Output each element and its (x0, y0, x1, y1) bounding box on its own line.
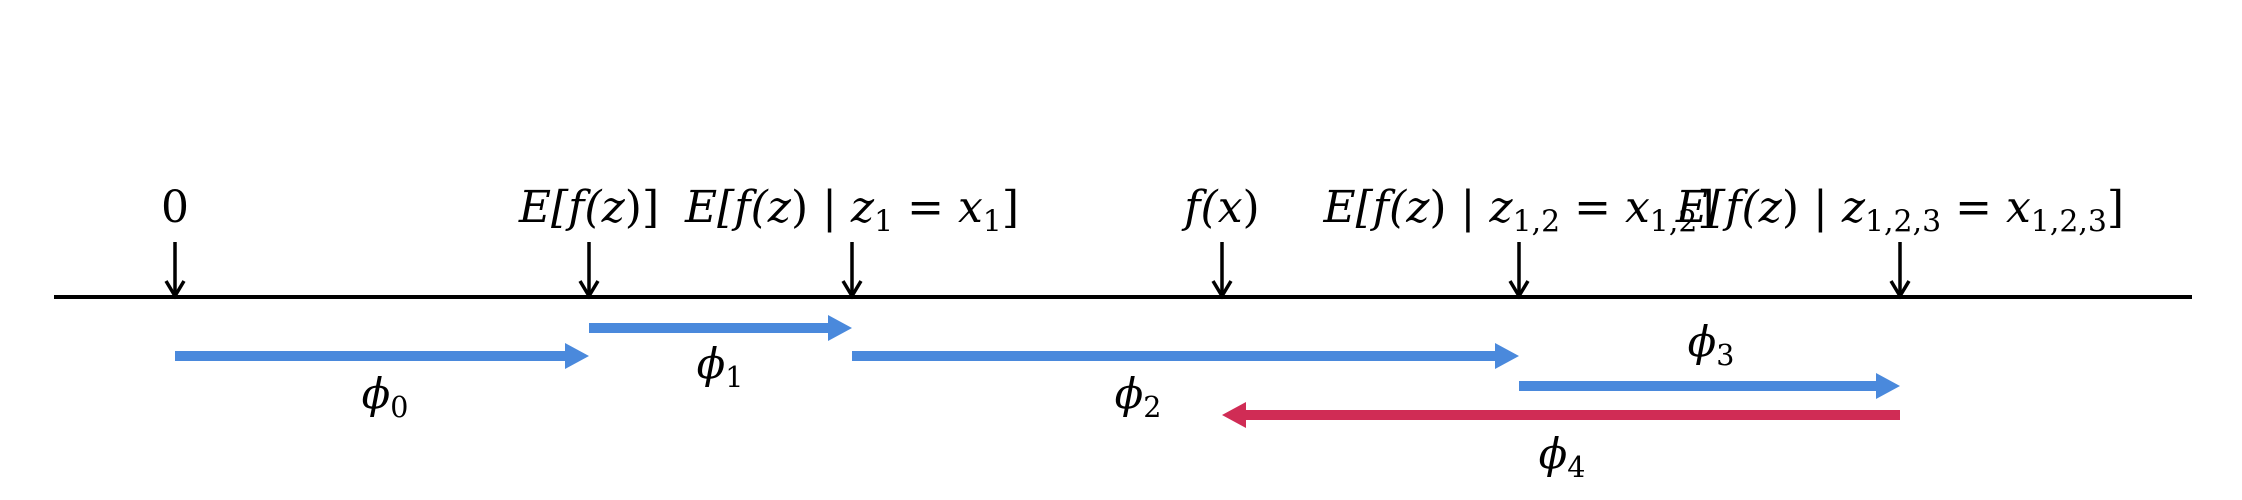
contribution-0: ϕ0 (175, 343, 589, 424)
contribution-arrowhead-4 (1222, 402, 1246, 428)
marker-arrowhead-1 (578, 280, 600, 300)
marker-5: E[f(z) | z1,2,3​ = x1,2,3​] (1675, 182, 2124, 300)
marker-arrowhead-4 (1508, 280, 1530, 300)
marker-0: 0 (161, 182, 189, 300)
contribution-arrow-layer: ϕ0 ϕ1 ϕ2 ϕ3 ϕ4 (175, 315, 1900, 484)
marker-arrowhead-5 (1889, 280, 1911, 300)
marker-arrowhead-2 (841, 280, 863, 300)
marker-label-4: E[f(z) | z1,2​ = x1,2​] (1322, 182, 1714, 240)
marker-label-1: E[f(z)] (518, 182, 659, 233)
contribution-arrowhead-3 (1876, 373, 1900, 399)
marker-label-0: 0 (161, 182, 189, 233)
contribution-label-0: ϕ0 (362, 369, 409, 424)
marker-layer: 0 E[f(z)] E[f(z) | z1​ = x1​] f(x) E[f(z) | … (161, 182, 2124, 300)
marker-1: E[f(z)] (518, 182, 659, 300)
marker-arrowhead-3 (1211, 280, 1233, 300)
contribution-label-3: ϕ3 (1688, 317, 1735, 372)
contribution-3: ϕ3 (1519, 317, 1900, 399)
marker-label-3: f(x) (1181, 182, 1259, 233)
contribution-2: ϕ2 (852, 343, 1519, 424)
marker-2: E[f(z) | z1​ = x1​] (684, 182, 1019, 300)
contribution-label-2: ϕ2 (1115, 369, 1162, 424)
contribution-label-1: ϕ1 (697, 339, 744, 394)
marker-4: E[f(z) | z1,2​ = x1,2​] (1322, 182, 1715, 300)
contribution-label-4: ϕ4 (1539, 429, 1586, 484)
marker-label-5: E[f(z) | z1,2,3​ = x1,2,3​] (1675, 182, 2124, 240)
contribution-arrowhead-1 (828, 315, 852, 341)
contribution-1: ϕ1 (589, 315, 852, 394)
marker-arrowhead-0 (164, 280, 186, 300)
contribution-arrowhead-0 (565, 343, 589, 369)
marker-label-2: E[f(z) | z1​ = x1​] (684, 182, 1019, 240)
contribution-arrowhead-2 (1495, 343, 1519, 369)
marker-3: f(x) (1181, 182, 1260, 300)
contribution-4: ϕ4 (1222, 402, 1900, 484)
